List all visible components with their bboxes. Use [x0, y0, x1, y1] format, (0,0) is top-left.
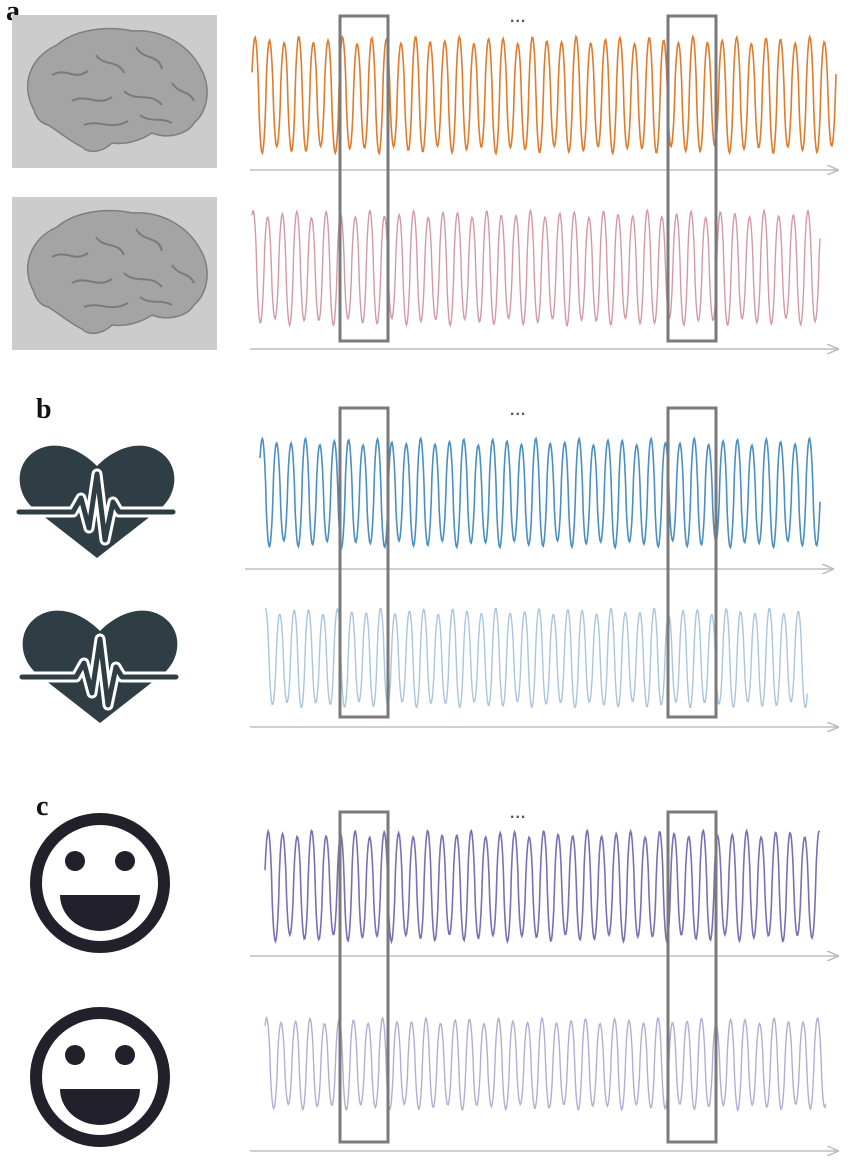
brain-icon	[12, 197, 217, 350]
signal-waveform-c-2	[264, 1015, 827, 1113]
brain-icon	[12, 15, 217, 168]
signal-waveform-b-2	[264, 607, 809, 709]
time-axes	[245, 170, 838, 1151]
highlight-window	[666, 810, 718, 1144]
heart-pulse-icon	[13, 445, 179, 558]
signal-waveform-c-1	[264, 828, 821, 945]
smiley-face-icon	[30, 813, 170, 953]
signal-waveform-b-1	[259, 436, 821, 550]
highlight-window	[338, 14, 390, 343]
highlight-window	[338, 810, 390, 1144]
signal-waveform-a-1	[251, 34, 837, 156]
highlight-windows	[338, 14, 718, 1144]
smiley-face-icon	[30, 1007, 170, 1147]
ellipsis-a: ...	[510, 9, 526, 26]
ellipsis-c: ...	[510, 805, 526, 822]
signal-waveform-a-2	[251, 208, 821, 328]
highlight-window	[666, 14, 718, 343]
ellipsis-b: ...	[510, 402, 526, 419]
panel-label-b: b	[36, 394, 52, 425]
highlight-window	[338, 406, 390, 719]
heart-pulse-icon	[16, 610, 182, 723]
highlight-window	[666, 406, 718, 719]
panel-label-c: c	[36, 791, 48, 822]
